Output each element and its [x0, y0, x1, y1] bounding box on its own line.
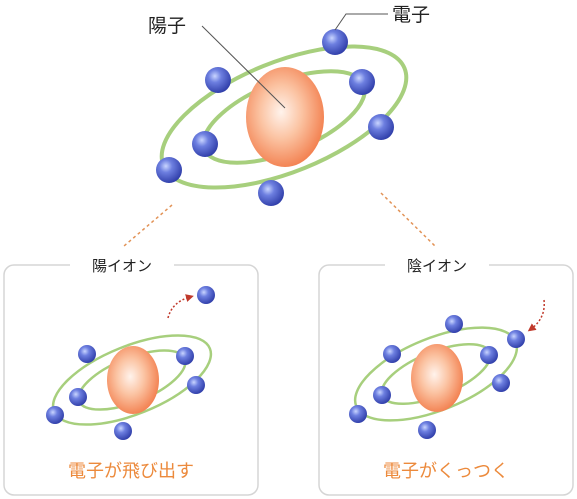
electron: [192, 131, 218, 157]
ejected-electron: [197, 286, 215, 304]
anion-panel: 陰イオン 電子がくっつく: [318, 256, 574, 496]
cation-nucleus: [107, 346, 159, 414]
electron: [349, 405, 367, 423]
electron: [373, 386, 391, 404]
anion-nucleus: [411, 344, 463, 412]
electron: [46, 406, 64, 424]
attach-arrow: [527, 299, 545, 332]
electron: [492, 374, 510, 392]
electron: [368, 114, 394, 140]
electron: [156, 157, 182, 183]
electron: [114, 422, 132, 440]
electron: [78, 345, 96, 363]
cation-panel: 陽イオン 電子が飛び出す: [3, 256, 259, 496]
electron: [383, 345, 401, 363]
main-atom: 陽子 電子: [148, 4, 430, 206]
cation-title: 陽イオン: [92, 257, 152, 275]
electron: [69, 388, 87, 406]
proton-label: 陽子: [148, 15, 186, 37]
electron: [187, 376, 205, 394]
electron: [258, 180, 284, 206]
connector-to-cation: [123, 204, 173, 247]
electron: [205, 67, 231, 93]
electron: [176, 347, 194, 365]
electron-leader-line: [334, 13, 388, 31]
electron: [480, 346, 498, 364]
electrons: [156, 29, 394, 206]
cation-title-bg: [70, 256, 174, 276]
electron: [322, 29, 348, 55]
anion-title: 陰イオン: [407, 257, 467, 275]
electron-label: 電子: [392, 4, 430, 26]
electron: [418, 421, 436, 439]
connector-to-anion: [380, 192, 436, 247]
electron: [445, 315, 463, 333]
nucleus: [246, 67, 324, 167]
electron: [507, 330, 525, 348]
anion-title-bg: [385, 256, 489, 276]
cation-caption: 電子が飛び出す: [68, 461, 194, 482]
electron: [349, 69, 375, 95]
eject-arrow: [167, 294, 194, 319]
anion-caption: 電子がくっつく: [383, 461, 509, 482]
proton-leader-line: [201, 25, 286, 109]
